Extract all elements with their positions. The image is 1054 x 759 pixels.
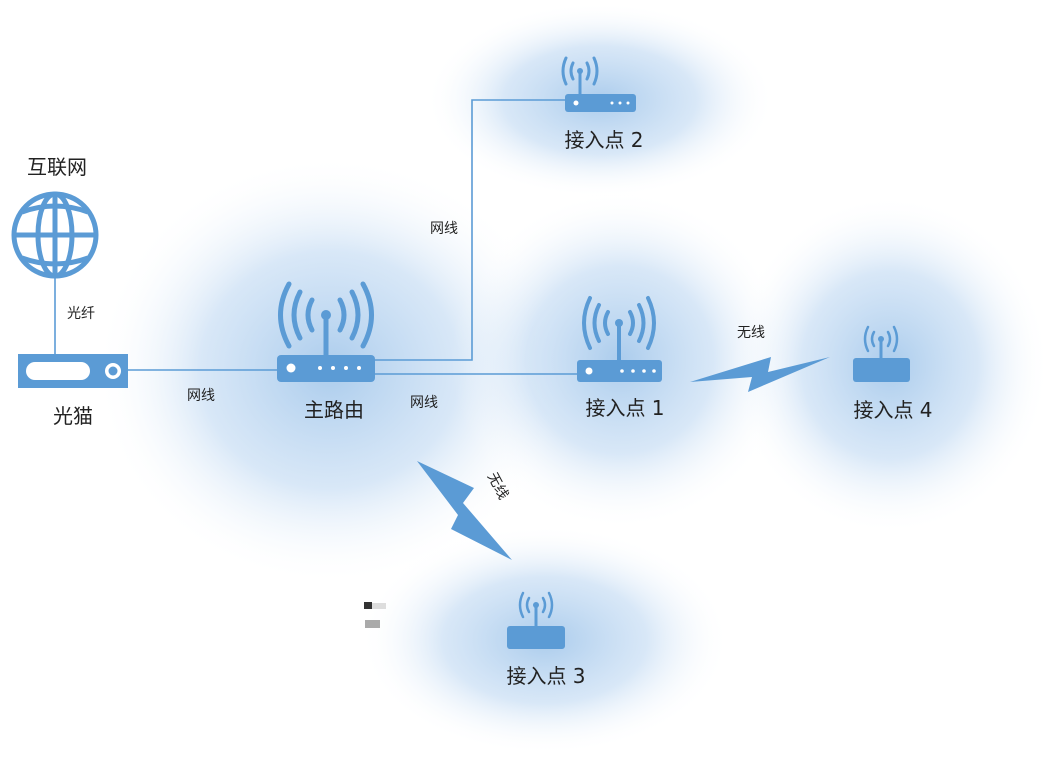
ap1-icon — [577, 296, 662, 382]
ap4-label: 接入点 4 — [853, 398, 932, 422]
modem-router-cable-label: 网线 — [187, 388, 215, 404]
wireless-link-ap1-ap4 — [690, 357, 830, 392]
fiber-label: 光纤 — [67, 306, 95, 322]
router-ap1-cable-label: 网线 — [410, 395, 438, 411]
ap3-icon — [507, 591, 565, 649]
internet-label: 互联网 — [27, 155, 87, 179]
modem-label: 光猫 — [53, 404, 93, 428]
ap1-label: 接入点 1 — [585, 396, 664, 420]
globe-icon — [11, 191, 99, 279]
modem-icon — [18, 354, 128, 388]
main-router-icon — [277, 281, 375, 382]
wireless-link-router-ap3 — [417, 461, 512, 560]
ap3-label: 接入点 3 — [506, 664, 585, 688]
blurred-artifact — [364, 602, 386, 628]
ap2-icon — [561, 56, 636, 112]
router-ap2-cable-label: 网线 — [430, 221, 458, 237]
ap4-icon — [853, 325, 910, 382]
router-ap2-cable — [375, 99, 566, 361]
ap1-ap4-wireless-label: 无线 — [737, 325, 765, 341]
main-router-label: 主路由 — [304, 398, 364, 422]
ap2-label: 接入点 2 — [564, 128, 643, 152]
